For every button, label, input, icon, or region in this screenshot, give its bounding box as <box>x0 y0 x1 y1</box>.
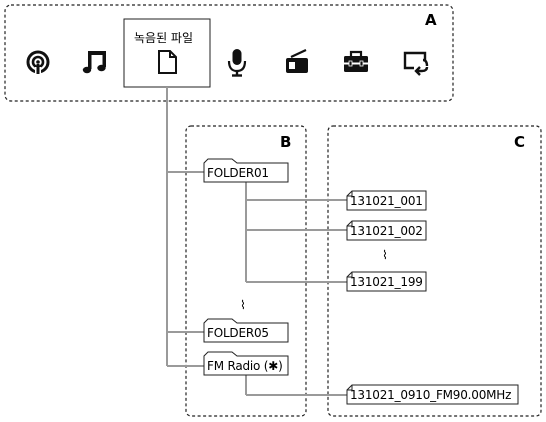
file-label-fm: 131021_0910_FM90.00MHz <box>350 388 512 402</box>
file-label-199: 131021_199 <box>350 275 423 289</box>
music-note-icon <box>82 51 106 74</box>
region-c-label: C <box>514 133 526 151</box>
file-shape-fm <box>346 384 519 405</box>
return-icon <box>403 51 429 76</box>
region-b-label: B <box>280 133 292 151</box>
radio-icon <box>286 49 308 73</box>
file-shape-001 <box>346 190 427 211</box>
folder-label-fm-radio: FM Radio (✱) <box>207 359 283 373</box>
folder-shape-fm-radio <box>203 351 289 376</box>
folder-label-folder05: FOLDER05 <box>207 326 269 340</box>
folder-shape-folder05 <box>203 318 289 343</box>
toolbox-icon <box>344 50 368 72</box>
microphone-icon <box>227 49 247 77</box>
recorded-file-icon <box>158 50 177 74</box>
region-b-box <box>185 125 307 417</box>
ellipsis-folders: ⌇ <box>240 298 246 312</box>
podcast-icon <box>26 50 50 77</box>
ellipsis-files: ⌇ <box>382 248 388 262</box>
selected-tab-label: 녹음된 파일 <box>134 31 194 45</box>
region-a-box <box>4 4 454 102</box>
folder-label-folder01: FOLDER01 <box>207 166 269 180</box>
file-shape-002 <box>346 220 427 241</box>
file-shape-199 <box>346 271 427 292</box>
region-a-label: A <box>425 11 437 29</box>
file-label-001: 131021_001 <box>350 194 423 208</box>
file-label-002: 131021_002 <box>350 224 423 238</box>
region-c-box <box>327 125 542 417</box>
connector-lines <box>166 87 348 396</box>
folder-shape-folder01 <box>203 158 289 183</box>
selected-tab-box <box>123 18 211 88</box>
